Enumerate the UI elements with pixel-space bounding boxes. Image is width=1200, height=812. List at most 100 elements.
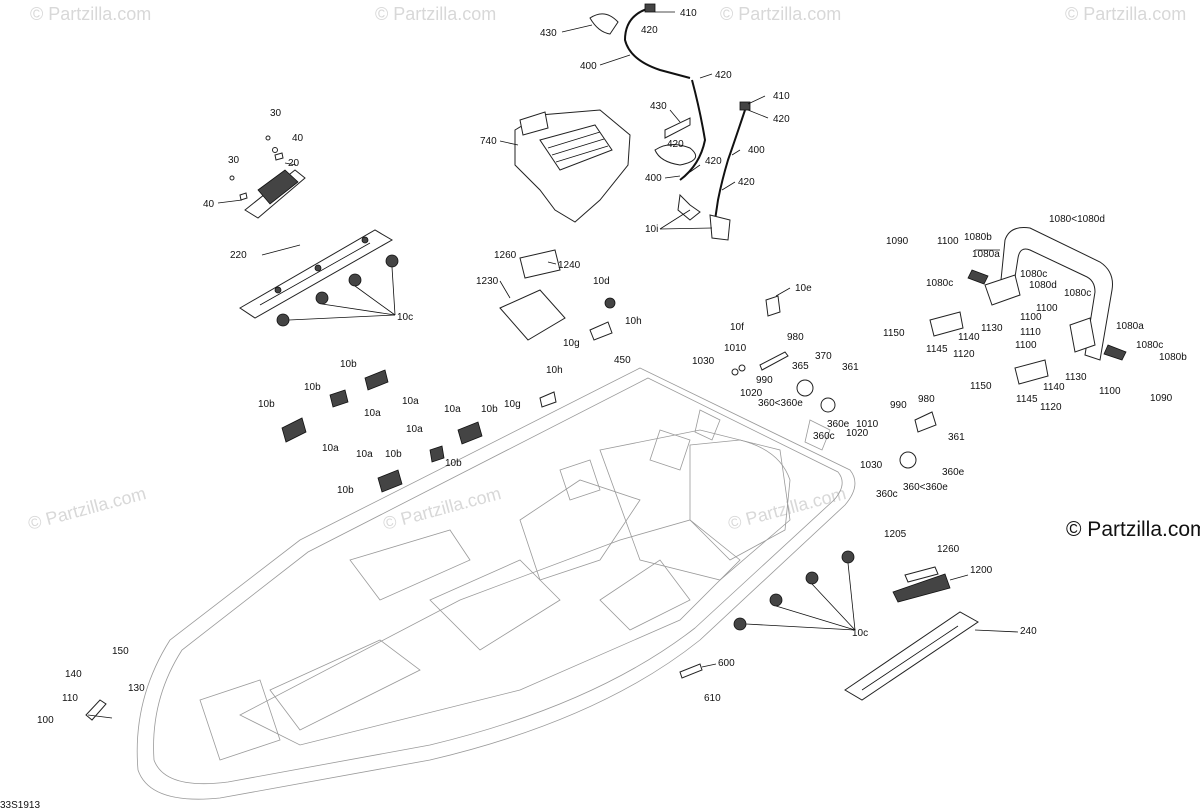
callout-label: 1080a bbox=[972, 249, 1000, 260]
callout-label: 1230 bbox=[476, 276, 499, 287]
callout-label: 1080b bbox=[1159, 352, 1187, 363]
callout-label: 30 bbox=[270, 108, 282, 119]
callout-label: 1010 bbox=[724, 343, 747, 354]
callout-label: 610 bbox=[704, 693, 721, 704]
callout-label: 10a bbox=[444, 404, 461, 415]
callout-label: 220 bbox=[230, 250, 247, 261]
callout-label: 990 bbox=[890, 400, 907, 411]
callout-label: 10a bbox=[322, 443, 339, 454]
callout-label: 1080c bbox=[1020, 269, 1047, 280]
callout-label: 400 bbox=[645, 173, 662, 184]
callout-label: 10a bbox=[364, 408, 381, 419]
vent-hoses bbox=[589, 3, 751, 241]
callout-label: 10b bbox=[385, 449, 402, 460]
callout-label: 1240 bbox=[558, 260, 581, 271]
callout-label: 1140 bbox=[958, 332, 980, 343]
drawing-code: 33S1913 bbox=[0, 800, 40, 811]
callout-label: 10a bbox=[402, 396, 419, 407]
callout-label: 1080c bbox=[1064, 288, 1091, 299]
callout-label: 1200 bbox=[970, 565, 993, 576]
callout-label: 420 bbox=[738, 177, 755, 188]
valve-part bbox=[677, 193, 701, 221]
hose-loop-part bbox=[654, 144, 697, 166]
callout-label: 10a bbox=[406, 424, 423, 435]
callout-label: 410 bbox=[773, 91, 790, 102]
callout-label: 360c bbox=[813, 431, 835, 442]
callout-label: 100 bbox=[37, 715, 54, 726]
watermark-text: © Partzilla.com bbox=[381, 483, 503, 534]
callout-label: 1090 bbox=[886, 236, 909, 247]
hose-clip-part bbox=[664, 117, 691, 139]
callout-label: 1145 bbox=[1016, 394, 1038, 405]
callout-label: 410 bbox=[680, 8, 697, 19]
callout-label: 365 bbox=[792, 361, 809, 372]
callout-label: 1260 bbox=[937, 544, 960, 555]
callout-label: 1030 bbox=[692, 356, 715, 367]
callout-label: 10g bbox=[563, 338, 580, 349]
callout-label: 360e bbox=[942, 467, 965, 478]
callout-label: 361 bbox=[842, 362, 859, 373]
leader-lines bbox=[87, 11, 1019, 719]
callout-label: 1030 bbox=[860, 460, 883, 471]
callout-label: 1080b bbox=[964, 232, 992, 243]
callout-label: 10c bbox=[397, 312, 413, 323]
callout-labels: 430 410 420 400 420 410 420 430 420 400 … bbox=[37, 8, 1187, 726]
callout-label: 420 bbox=[641, 25, 658, 36]
callout-label: 980 bbox=[787, 332, 804, 343]
callout-label: 10b bbox=[481, 404, 498, 415]
callout-label: 10h bbox=[625, 316, 642, 327]
callout-label: 1100 bbox=[937, 236, 959, 247]
callout-label: 1150 bbox=[970, 381, 992, 392]
callout-label: 10e bbox=[795, 283, 812, 294]
reboarding-handle-1080 bbox=[929, 227, 1127, 385]
callout-label: 40 bbox=[203, 199, 215, 210]
thruhull-fittings bbox=[731, 351, 937, 469]
callout-label: 370 bbox=[815, 351, 832, 362]
watermark-text: © Partzilla.com bbox=[1065, 4, 1186, 24]
callout-label: 130 bbox=[128, 683, 145, 694]
copyright-text: © Partzilla.com bbox=[1066, 518, 1200, 541]
callout-label: 1120 bbox=[953, 349, 975, 360]
callout-label: 360c bbox=[876, 489, 898, 500]
callout-label: 1080d bbox=[1029, 280, 1057, 291]
callout-label: 10c bbox=[852, 628, 868, 639]
watermark-text: © Partzilla.com bbox=[720, 4, 841, 24]
callout-label: 360<360e bbox=[903, 482, 948, 493]
valve-part bbox=[709, 214, 731, 241]
callout-label: 30 bbox=[228, 155, 240, 166]
callout-label: 240 bbox=[1020, 626, 1037, 637]
footrest-rail-240 bbox=[844, 566, 979, 701]
callout-label: 990 bbox=[756, 375, 773, 386]
grab-handle-20 bbox=[229, 135, 306, 219]
callout-label: 1140 bbox=[1043, 382, 1065, 393]
callout-label: 140 bbox=[65, 669, 82, 680]
bracket-600 bbox=[679, 663, 703, 679]
callout-label: 1090 bbox=[1150, 393, 1173, 404]
callout-label: 10b bbox=[337, 485, 354, 496]
callout-label: 10d bbox=[593, 276, 610, 287]
latch-clips bbox=[281, 369, 483, 493]
callout-label: 1205 bbox=[884, 529, 907, 540]
callout-label: 600 bbox=[718, 658, 735, 669]
callout-label: 400 bbox=[580, 61, 597, 72]
callout-label: 1100 bbox=[1099, 386, 1121, 397]
callout-label: 10b bbox=[304, 382, 321, 393]
callout-label: 1080a bbox=[1116, 321, 1144, 332]
callout-label: 1120 bbox=[1040, 402, 1062, 413]
callout-label: 420 bbox=[773, 114, 790, 125]
callout-label: 1020 bbox=[846, 428, 869, 439]
watermark-text: © Partzilla.com bbox=[375, 4, 496, 24]
callout-label: 1080c bbox=[926, 278, 953, 289]
callout-label: 980 bbox=[918, 394, 935, 405]
callout-label: 740 bbox=[480, 136, 497, 147]
callout-label: 10h bbox=[546, 365, 563, 376]
callout-label: 450 bbox=[614, 355, 631, 366]
callout-label: 150 bbox=[112, 646, 129, 657]
storage-bin-740 bbox=[514, 109, 631, 223]
callout-label: 420 bbox=[667, 139, 684, 150]
callout-label: 361 bbox=[948, 432, 965, 443]
hull-drawing bbox=[136, 367, 856, 800]
hose-fitting bbox=[644, 3, 656, 13]
callout-label: 20 bbox=[288, 158, 300, 169]
